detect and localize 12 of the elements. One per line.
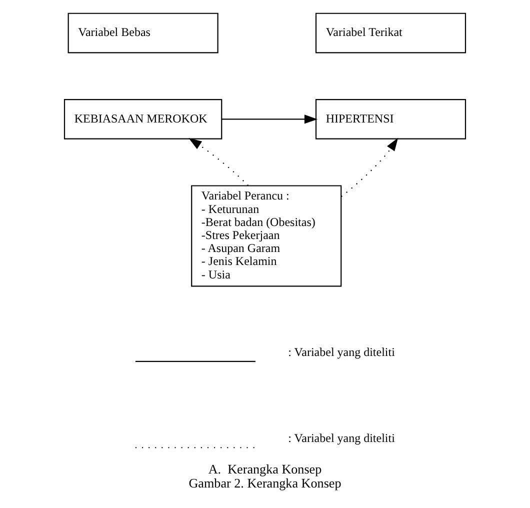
arrow xyxy=(188,138,249,186)
arrow xyxy=(340,137,398,197)
diagram-title: A. Kerangka Konsep xyxy=(208,460,322,476)
node-box: HIPERTENSI xyxy=(315,98,466,139)
legend-label: : Variabel yang diteliti xyxy=(288,430,395,444)
arrow xyxy=(222,114,318,124)
legend-label: : Variabel yang diteliti xyxy=(288,344,395,358)
node-box: Variabel Terikat xyxy=(315,12,466,53)
node-box: Variabel Bebas xyxy=(68,12,218,53)
caption: Gambar 2. Kerangka Konsep xyxy=(188,475,342,490)
node-box: Variabel Perancu : - Keturunan -Berat badan (Obesitas) -Stres Pekerjaan - Asupan Garam - Jenis Kelamin - Usia xyxy=(191,184,342,286)
node-box: KEBIASAAN MEROKOK xyxy=(64,98,222,139)
